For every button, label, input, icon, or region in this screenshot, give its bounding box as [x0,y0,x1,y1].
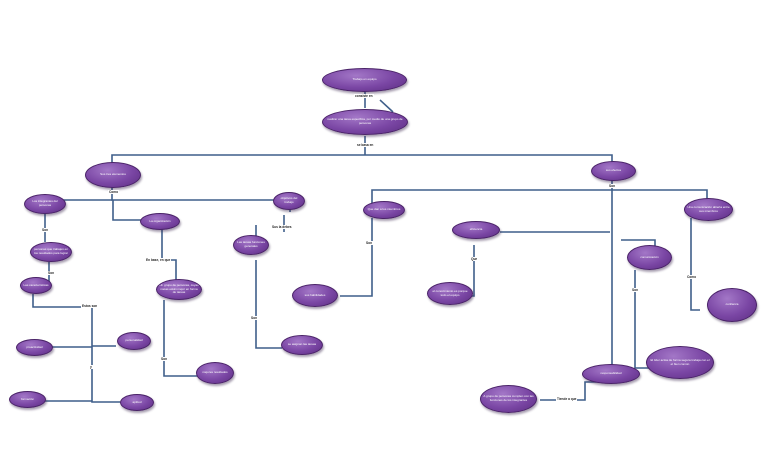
node-aptitude: aptitud [120,394,154,411]
connector [161,229,177,280]
node-root: Trabajo en equipo [322,68,407,92]
connector [621,239,656,246]
node-results: mejores resultados [196,362,234,384]
link-label: Son [41,228,50,232]
connector [340,218,373,297]
connector [690,218,700,311]
connector [379,99,394,113]
node-direct-comm: Una comunicación abierta entre sus miemb… [684,198,733,221]
node-empower: el conocimiento es porque todo el equipo [427,282,473,305]
node-objectives: objetivos del trabajo [273,192,305,210]
node-elements: Sus tres elementos [85,162,141,188]
link-label: Son [250,316,259,320]
connector [111,154,613,168]
node-proactivity: proactividad [16,339,53,356]
link-label: Son [47,271,56,275]
link-label: En base, en que [145,258,172,262]
link-label: Que [470,257,479,261]
link-label: Sus la debes [271,225,293,229]
node-definition: realizar una tarea especifica, por medio… [322,109,408,135]
link-label: Como [108,190,120,194]
node-members: Los integrantes del personas [24,194,66,214]
node-members-desc: personas que trabajen en los resultados … [30,242,72,262]
link-label: consiste en [354,94,374,98]
link-label: Son [365,241,374,245]
node-trust: confianza [707,288,757,322]
link-label: y [89,365,93,369]
connector [112,200,145,221]
link-label: Son [160,357,169,361]
node-shared-goals: Un grupo de personas, cuyas metas están … [156,279,202,300]
connector [111,187,290,201]
connector [163,300,198,377]
node-general-tasks: se asignan las tareas [281,335,323,355]
link-label: Como [686,275,698,279]
link-label: Son [631,288,640,292]
node-efficiency: eficiencia [452,221,500,239]
link-label: Estos son [81,304,99,308]
node-responsibility: responsabilidad [582,364,640,384]
link-label: Tiende a que [556,397,578,401]
node-skills: sus habilidades [292,284,338,307]
node-characteristics: Las características [20,277,52,294]
node-purpose: sus efectos [591,161,636,181]
node-overall: Que dan a los miembros [363,201,405,219]
node-people-desc: A grupo de personas cumplen con las func… [480,385,537,413]
node-personality: personalidad [117,332,151,350]
node-trust-desc: El líder actúa de forma segura trabaja c… [646,346,714,379]
link-label: Son [608,184,617,188]
connector [255,260,282,349]
node-communication: comunicación [627,245,672,270]
node-functions: Las tareas funciones generales [233,235,269,255]
node-formation: formación [9,391,46,408]
link-label: se basa en [356,143,375,147]
connector [371,189,612,209]
node-organization: La organización [140,213,180,230]
